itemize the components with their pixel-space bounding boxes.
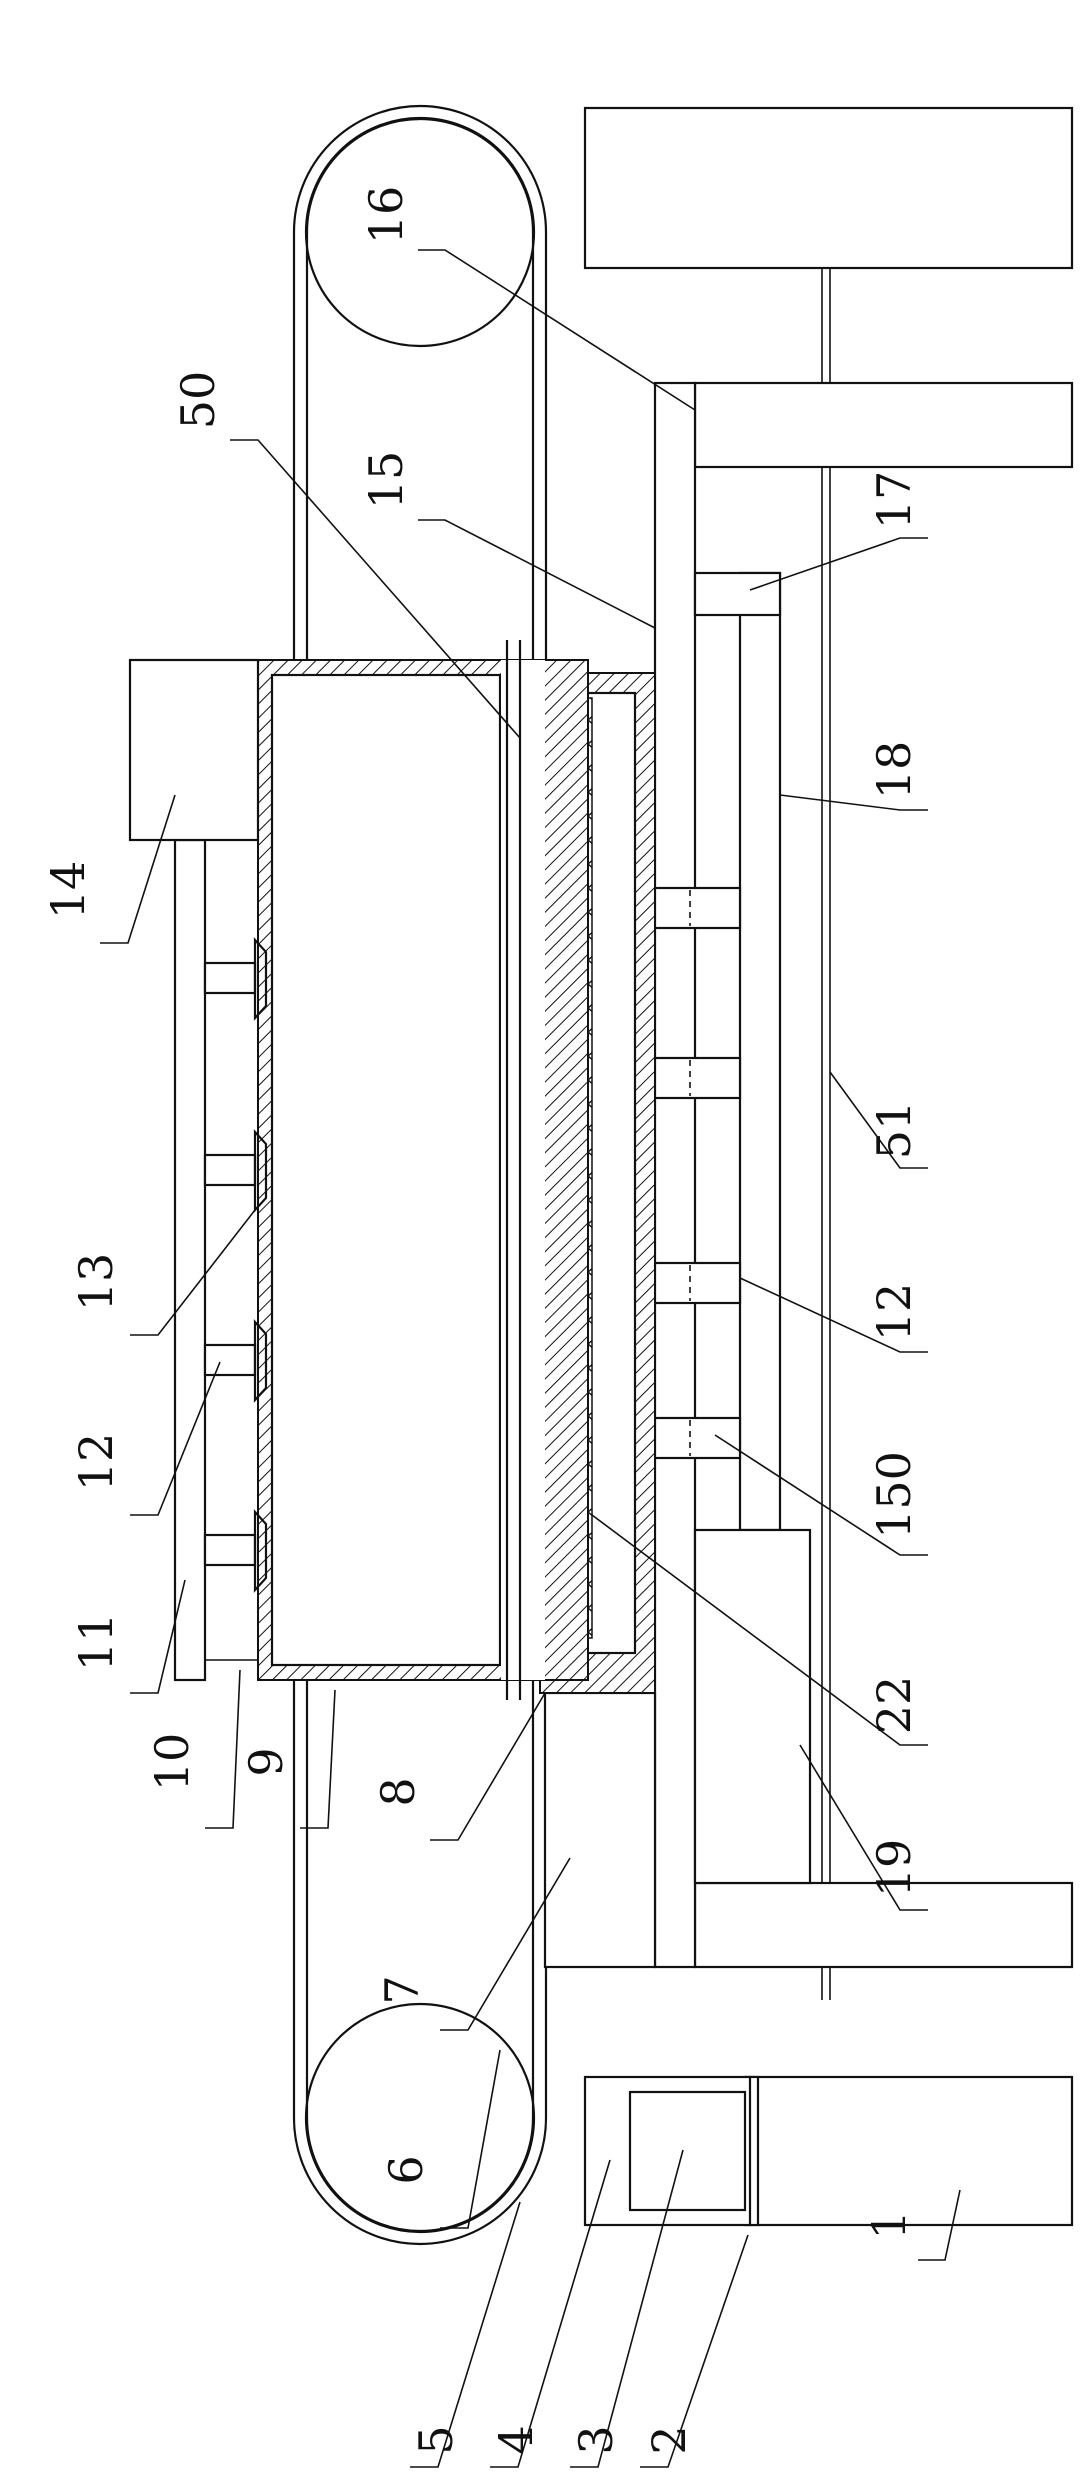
cylinder-14 (128, 658, 260, 842)
spray-head (203, 1319, 268, 1403)
labels: 1 2 3 4 5 6 7 8 9 10 11 12 13 14 15 16 5… (41, 186, 921, 2455)
label-4: 4 (489, 2425, 543, 2454)
belt-inner-overlay (501, 640, 545, 1700)
label-17: 17 (867, 471, 921, 530)
label-7: 7 (375, 1975, 429, 2004)
label-5: 5 (409, 2425, 463, 2454)
leader-lines (100, 249, 961, 2468)
spray-head (203, 937, 268, 1021)
label-12-upper: 12 (69, 1433, 123, 1492)
spray-head (203, 1509, 268, 1593)
spray-heads (203, 937, 268, 1593)
bracket-7 (543, 1691, 657, 1969)
label-15: 15 (359, 451, 413, 510)
frame-block-top (583, 106, 1074, 270)
label-1: 1 (862, 2210, 916, 2239)
block-17 (693, 571, 782, 617)
label-18: 18 (867, 741, 921, 800)
spray-head (203, 1129, 268, 1213)
label-10: 10 (145, 1733, 199, 1792)
label-2: 2 (642, 2425, 696, 2454)
label-16: 16 (359, 186, 413, 245)
conveyor-belt-6 (292, 104, 548, 2246)
label-3: 3 (569, 2425, 623, 2454)
rail-51 (821, 268, 831, 2000)
label-12-lower: 12 (867, 1283, 921, 1342)
support-16 (693, 381, 1074, 469)
carriage-plate-15 (653, 381, 697, 1969)
motor-housing-1 (748, 2075, 1074, 2227)
label-11: 11 (69, 1613, 123, 1672)
label-6: 6 (379, 2155, 433, 2184)
top-rail-11 (173, 838, 207, 1682)
label-150: 150 (867, 1451, 921, 1539)
drive-block-19 (693, 1528, 812, 1885)
posts-150 (653, 886, 742, 1460)
label-9: 9 (239, 1747, 293, 1776)
label-19: 19 (867, 1839, 921, 1898)
label-14: 14 (41, 861, 95, 920)
label-13: 13 (69, 1253, 123, 1312)
label-8: 8 (371, 1777, 425, 1806)
guide-rail-18 (738, 571, 782, 1532)
motor-3 (628, 2090, 747, 2212)
label-51: 51 (867, 1101, 921, 1160)
label-50: 50 (171, 371, 225, 430)
support-bottom (693, 1881, 1074, 1969)
label-22: 22 (867, 1676, 921, 1735)
